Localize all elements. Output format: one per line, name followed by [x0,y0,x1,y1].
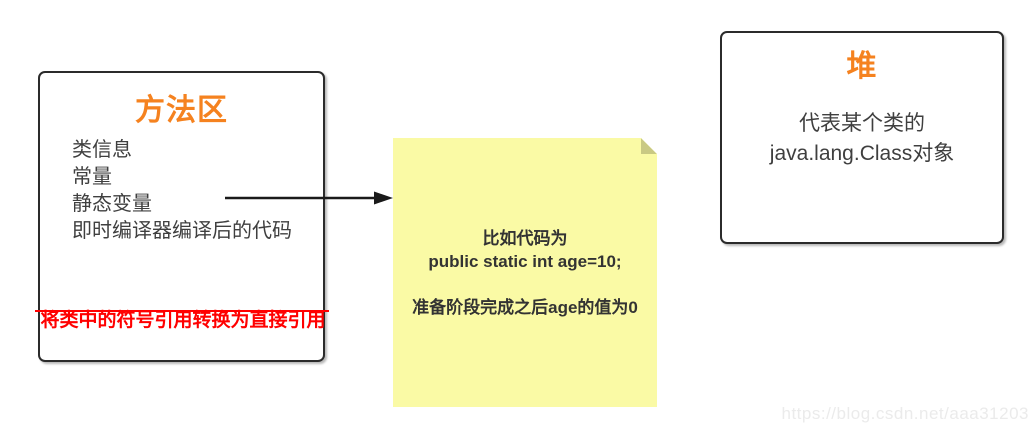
strikethrough-line [35,310,329,312]
heap-title: 堆 [846,50,878,83]
note-line-prepare-result: 准备阶段完成之后age的值为0 [412,297,638,317]
list-item-jit-code: 即时编译器编译后的代码 [72,220,292,242]
list-item-constants: 常量 [72,166,112,188]
method-area-list: 类信息 常量 静态变量 即时编译器编译后的代码 [72,137,292,245]
sticky-note: 比如代码为 public static int age=10; 准备阶段完成之后… [393,138,657,407]
list-item-static-vars: 静态变量 [72,193,152,215]
list-item-class-info: 类信息 [72,139,132,161]
watermark: https://blog.csdn.net/aaa31203 [781,404,1029,423]
folded-corner [641,138,657,154]
note-line-code: public static int age=10; [428,251,622,271]
heap-text-line-2: java.lang.Class对象 [769,142,955,165]
resolution-note: 将类中的符号引用转换为直接引用 [35,305,331,332]
method-area-title: 方法区 [135,94,228,127]
heap-text-line-1: 代表某个类的 [799,112,925,135]
arrow [225,191,393,205]
heap-text: 代表某个类的 java.lang.Class对象 [722,109,1002,169]
sticky-note-text: 比如代码为 public static int age=10; 准备阶段完成之后… [393,227,657,319]
method-area-box: 方法区 类信息 常量 静态变量 即时编译器编译后的代码 将类中的符号引用转换为直… [35,71,329,362]
note-line-spacer [393,273,657,296]
resolution-note-text: 将类中的符号引用转换为直接引用 [40,310,326,331]
arrow-head [374,191,393,205]
note-line-intro: 比如代码为 [482,228,568,248]
heap-box: 堆 代表某个类的 java.lang.Class对象 [720,31,1004,244]
